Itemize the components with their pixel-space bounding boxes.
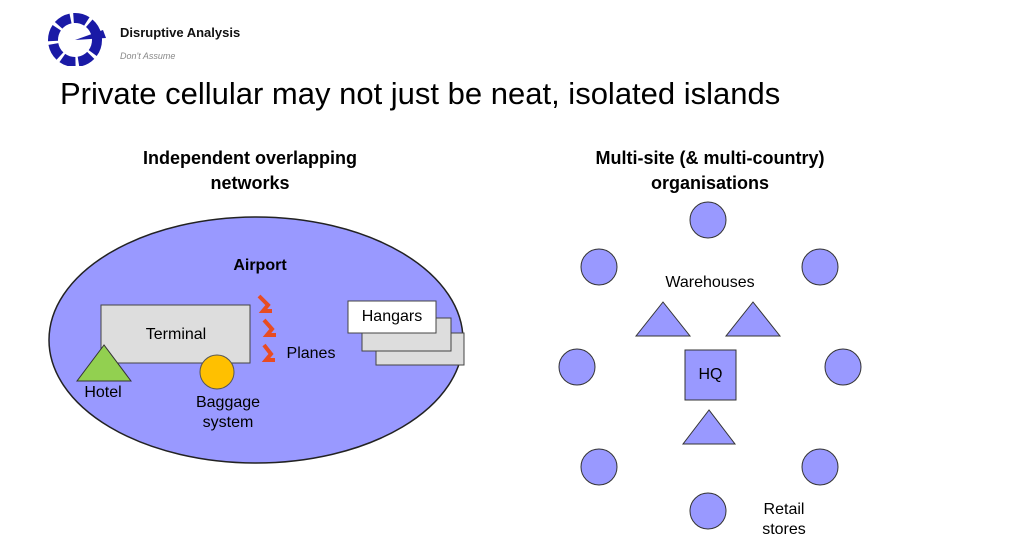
warehouse-triangle-left bbox=[634, 301, 692, 337]
site-circle-bottom bbox=[689, 492, 727, 530]
baggage-circle bbox=[199, 354, 235, 390]
site-circle-lower-left bbox=[580, 448, 618, 486]
site-circle-top bbox=[689, 201, 727, 239]
company-logo bbox=[48, 13, 106, 66]
site-circle-right bbox=[824, 348, 862, 386]
site-circle-upper-right bbox=[801, 248, 839, 286]
baggage-label-line2: system bbox=[202, 414, 254, 431]
terminal-label: Terminal bbox=[145, 326, 207, 343]
warehouse-triangle-right bbox=[724, 301, 782, 337]
terminal-box bbox=[100, 304, 251, 364]
hangar-box-front bbox=[347, 300, 437, 334]
hotel-label: Hotel bbox=[84, 384, 122, 401]
site-triangle-bottom bbox=[681, 409, 737, 445]
planes-label: Planes bbox=[286, 345, 336, 362]
baggage-label-line1: Baggage bbox=[195, 394, 261, 411]
warehouses-label: Warehouses bbox=[665, 274, 755, 291]
plane-icon-3 bbox=[261, 343, 275, 362]
baggage-label: Baggage system bbox=[183, 393, 273, 433]
hq-label: HQ bbox=[698, 366, 723, 383]
airport-label: Airport bbox=[233, 257, 287, 274]
right-heading-line1: Multi-site (& multi-country) bbox=[595, 148, 825, 168]
plane-icon-2 bbox=[262, 318, 276, 337]
left-heading: Independent overlapping networks bbox=[100, 146, 400, 196]
hq-square bbox=[684, 349, 737, 401]
site-circle-lower-right bbox=[801, 448, 839, 486]
brand-tagline: Don't Assume bbox=[120, 51, 176, 61]
site-circle-left bbox=[558, 348, 596, 386]
retail-label-line1: Retail bbox=[763, 501, 805, 518]
left-heading-line1: Independent overlapping bbox=[142, 148, 357, 168]
hangars-label: Hangars bbox=[361, 308, 423, 325]
retail-label-line2: stores bbox=[762, 521, 806, 538]
slide-title: Private cellular may not just be neat, i… bbox=[60, 76, 781, 111]
site-circle-upper-left bbox=[580, 248, 618, 286]
hotel-triangle bbox=[76, 344, 132, 382]
plane-icon-1 bbox=[257, 294, 272, 313]
right-heading: Multi-site (& multi-country) organisatio… bbox=[540, 146, 880, 196]
left-heading-line2: networks bbox=[210, 173, 290, 193]
right-heading-line2: organisations bbox=[650, 173, 770, 193]
brand-name: Disruptive Analysis bbox=[120, 25, 241, 40]
retail-stores-label: Retail stores bbox=[748, 500, 820, 540]
